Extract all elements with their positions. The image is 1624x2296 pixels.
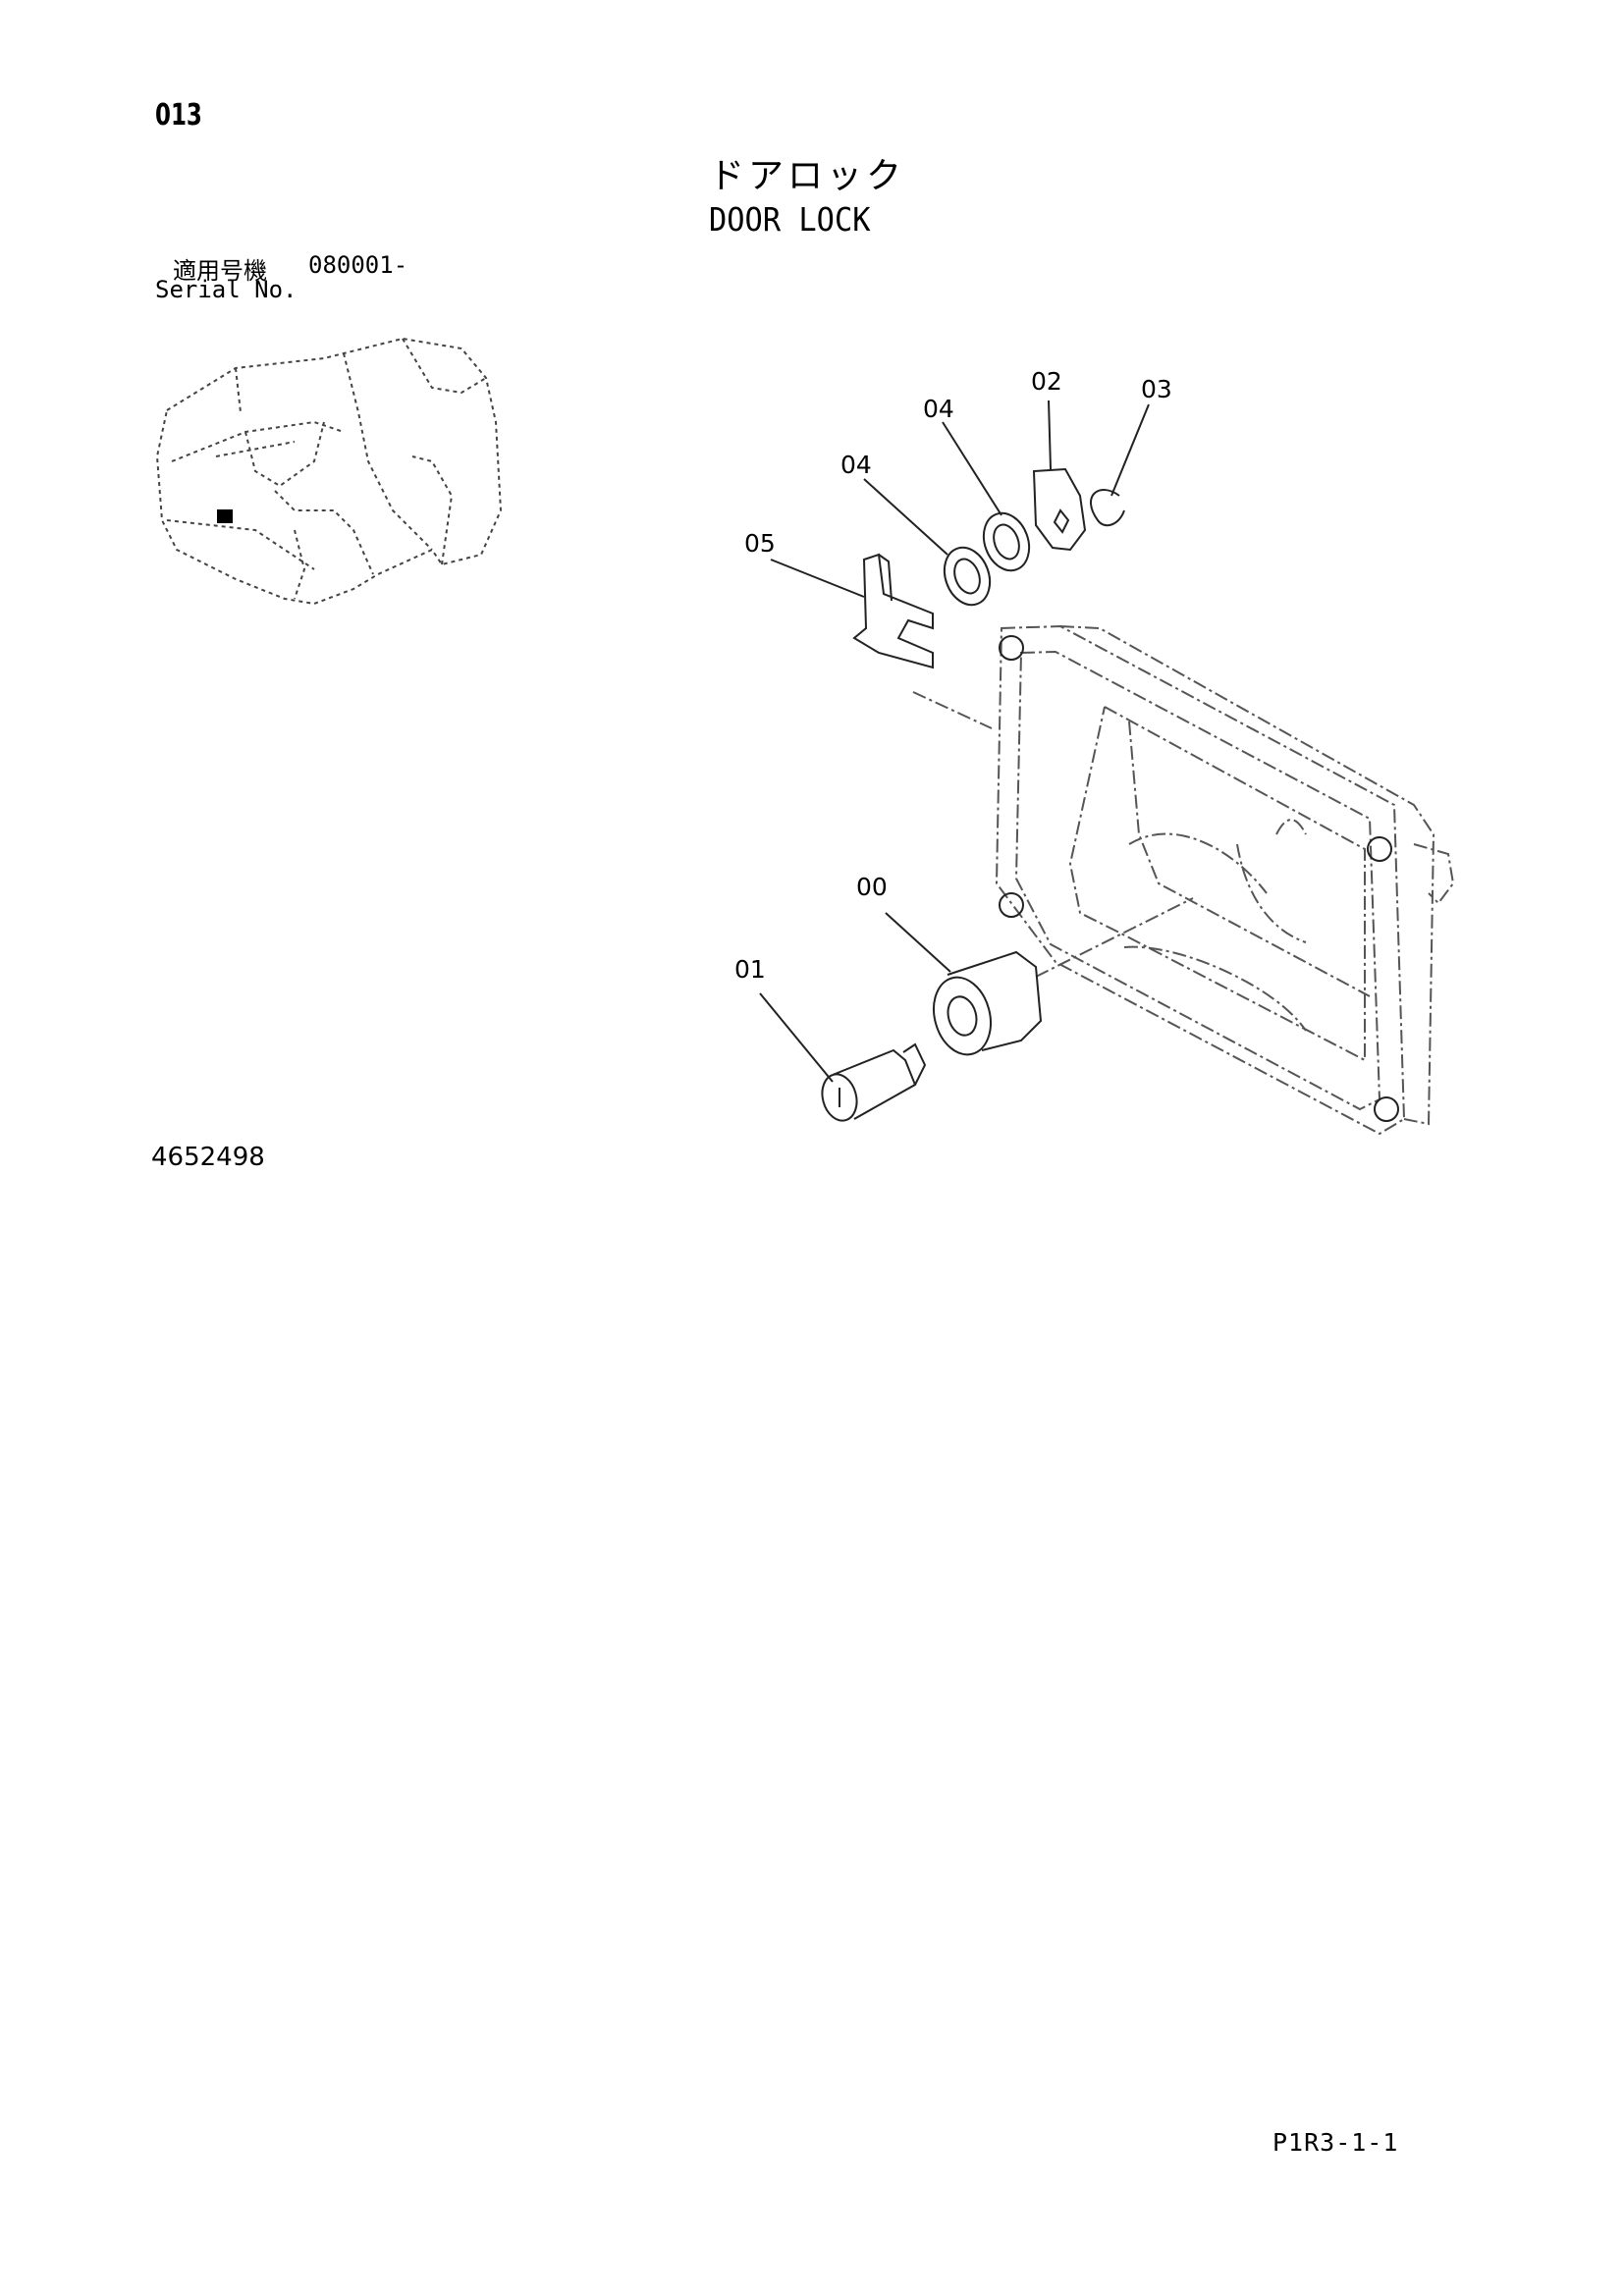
lock-barrel-part-00 bbox=[933, 950, 1043, 1056]
callout-03: 03 bbox=[1141, 375, 1172, 403]
serial-no-label: Serial No. bbox=[155, 276, 298, 303]
serial-number-range: 080001- bbox=[308, 251, 408, 279]
door-lock-housing bbox=[995, 624, 1455, 1136]
applicable-serial-label-jp: 適用号機 bbox=[173, 257, 267, 285]
callout-01: 01 bbox=[734, 955, 766, 984]
assembly-centerline-upper bbox=[912, 691, 993, 729]
title-english: DOOR LOCK bbox=[709, 200, 871, 239]
washer-part-04-b bbox=[982, 511, 1031, 572]
page-number: 013 bbox=[155, 98, 202, 133]
callout-05: 05 bbox=[744, 529, 776, 558]
callout-00: 00 bbox=[856, 873, 888, 901]
footer-page-code: P1R3-1-1 bbox=[1272, 2128, 1399, 2157]
callout-04-upper: 04 bbox=[923, 395, 954, 423]
assembly-centerline-lower bbox=[1035, 897, 1194, 978]
leader-lines bbox=[759, 400, 1150, 1083]
washer-part-04-a bbox=[943, 546, 992, 607]
machine-thumbnail-icon bbox=[155, 337, 503, 606]
key-cylinder-part-01 bbox=[821, 1042, 927, 1122]
callout-04-lower: 04 bbox=[840, 451, 872, 479]
title-japanese: ドアロック bbox=[709, 156, 906, 196]
clip-part-05 bbox=[852, 553, 934, 669]
drawing-number: 4652498 bbox=[151, 1143, 265, 1172]
housing-mounting-holes bbox=[999, 635, 1399, 1122]
callout-02: 02 bbox=[1031, 367, 1062, 396]
cam-plate-part-02 bbox=[1032, 467, 1087, 552]
snap-ring-part-03 bbox=[1090, 489, 1125, 527]
